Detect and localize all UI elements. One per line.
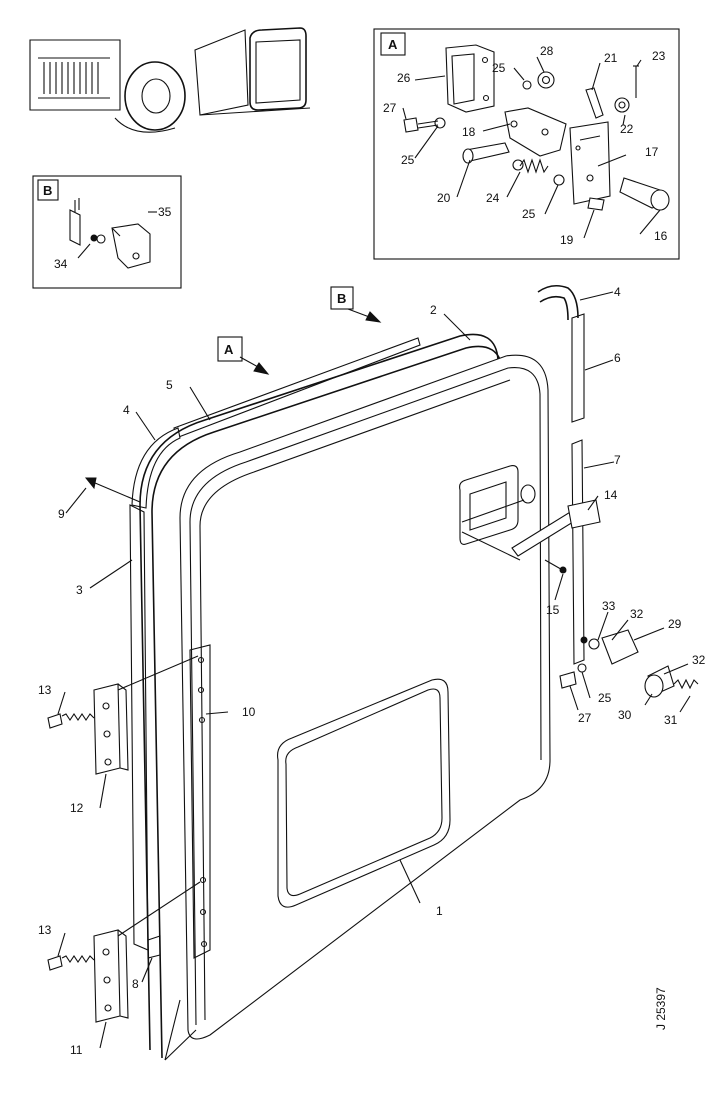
callout-11: 11 bbox=[70, 1043, 83, 1057]
callout-14: 14 bbox=[604, 488, 618, 502]
lever-part bbox=[585, 87, 604, 119]
nut-icon bbox=[537, 71, 555, 89]
view-arrow-b: B bbox=[330, 286, 382, 323]
callout-15: 15 bbox=[546, 603, 560, 617]
callout-29: 29 bbox=[668, 617, 682, 631]
callout-18: 18 bbox=[462, 125, 476, 139]
callout-32-right: 32 bbox=[692, 653, 706, 667]
lock-body-part bbox=[569, 121, 611, 205]
callout-31: 31 bbox=[664, 713, 678, 727]
cab-overview-thumbnail bbox=[29, 27, 311, 133]
callout-23: 23 bbox=[652, 49, 666, 63]
callout-21: 21 bbox=[604, 51, 618, 65]
hinge-bolt-part bbox=[47, 713, 95, 729]
callout-24: 24 bbox=[486, 191, 500, 205]
callout-16: 16 bbox=[654, 229, 668, 243]
callout-25-d: 25 bbox=[598, 691, 612, 705]
latch-plate-part bbox=[504, 107, 567, 157]
callout-4-right: 4 bbox=[614, 285, 621, 299]
callout-33: 33 bbox=[602, 599, 616, 613]
inner-handle-part bbox=[619, 177, 670, 211]
callout-32-upper: 32 bbox=[630, 607, 644, 621]
view-arrow-a-label: A bbox=[224, 342, 234, 357]
inset-b-box: B bbox=[32, 175, 182, 289]
callout-20: 20 bbox=[437, 191, 451, 205]
view-arrow-a: A bbox=[217, 336, 270, 375]
leader-lines bbox=[57, 291, 691, 1049]
callout-34: 34 bbox=[54, 257, 68, 271]
hinge-strip-part bbox=[189, 644, 211, 959]
callout-2: 2 bbox=[430, 303, 437, 317]
handle-recess-part bbox=[459, 465, 519, 545]
upper-hinge-part bbox=[93, 655, 199, 775]
right-seal-upper-part bbox=[571, 313, 585, 423]
screw-part bbox=[87, 479, 141, 503]
callout-4-left: 4 bbox=[123, 403, 130, 417]
callout-6: 6 bbox=[614, 351, 621, 365]
callout-13-upper: 13 bbox=[38, 683, 52, 697]
washer-icon bbox=[434, 117, 446, 129]
callout-10: 10 bbox=[242, 705, 256, 719]
lower-hinge-part bbox=[93, 881, 201, 1023]
inset-a-label: A bbox=[388, 37, 398, 52]
right-seal-lower-part bbox=[571, 439, 585, 665]
inset-a-box: A bbox=[373, 28, 680, 260]
latch-plate-part bbox=[601, 629, 639, 665]
callout-13-lower: 13 bbox=[38, 923, 52, 937]
callout-numbers: 1 2 3 4 4 5 6 7 8 9 10 11 12 13 13 14 15… bbox=[38, 44, 706, 1057]
striker-bracket-part bbox=[69, 198, 151, 269]
callout-25-a: 25 bbox=[492, 61, 506, 75]
small-pin-part bbox=[587, 197, 605, 211]
bolt-part bbox=[403, 117, 439, 133]
callout-12: 12 bbox=[70, 801, 84, 815]
callout-7: 7 bbox=[614, 453, 621, 467]
callout-27-a: 27 bbox=[383, 101, 397, 115]
lower-window-part bbox=[277, 678, 451, 908]
callout-25-c: 25 bbox=[522, 207, 536, 221]
handle-bracket-part bbox=[445, 44, 495, 113]
callout-25-b: 25 bbox=[401, 153, 415, 167]
corner-seal-part bbox=[131, 427, 181, 509]
door-panel-part bbox=[179, 354, 551, 1040]
callout-30: 30 bbox=[618, 708, 632, 722]
callout-9: 9 bbox=[58, 507, 65, 521]
view-arrow-b-label: B bbox=[337, 291, 346, 306]
callout-27-b: 27 bbox=[578, 711, 592, 725]
callout-22: 22 bbox=[620, 122, 634, 136]
reference-code: J 25397 bbox=[654, 987, 668, 1030]
callout-8: 8 bbox=[132, 977, 139, 991]
callout-3: 3 bbox=[76, 583, 83, 597]
inset-b-label: B bbox=[43, 183, 52, 198]
callout-1: 1 bbox=[436, 904, 443, 918]
washer-icon bbox=[553, 174, 565, 186]
callout-19: 19 bbox=[560, 233, 574, 247]
callout-28: 28 bbox=[540, 44, 554, 58]
nut-icon bbox=[614, 97, 630, 113]
left-seal-part bbox=[129, 504, 149, 951]
spring-part bbox=[512, 158, 549, 174]
callout-26: 26 bbox=[397, 71, 411, 85]
door-assembly bbox=[47, 284, 699, 1061]
spring-part bbox=[673, 678, 699, 690]
callout-17: 17 bbox=[645, 145, 659, 159]
corner-seal-right-part bbox=[537, 284, 579, 319]
hinge-bolt-part bbox=[47, 955, 95, 971]
callout-5: 5 bbox=[166, 378, 173, 392]
callout-35: 35 bbox=[158, 205, 172, 219]
